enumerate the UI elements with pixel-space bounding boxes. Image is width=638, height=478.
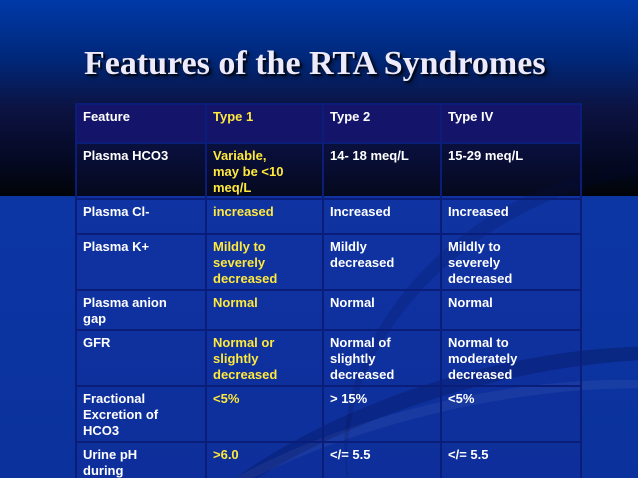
cell-feature: Urine pH during acidosis (75, 441, 207, 478)
table-row: Plasma K+ Mildly to severely decreased M… (75, 233, 582, 291)
column-header-type2: Type 2 (322, 103, 442, 144)
cell-feature: Plasma HCO3 (75, 142, 207, 200)
cell-feature: GFR (75, 329, 207, 387)
cell-type4: Normal (440, 289, 582, 331)
table-row: Plasma Cl- increased Increased Increased (75, 198, 582, 235)
cell-type1: Normal or slightly decreased (205, 329, 324, 387)
column-header-type1: Type 1 (205, 103, 324, 144)
table-row: Fractional Excretion of HCO3 <5% > 15% <… (75, 385, 582, 443)
cell-type1: >6.0 (205, 441, 324, 478)
cell-feature: Plasma Cl- (75, 198, 207, 235)
cell-type1: <5% (205, 385, 324, 443)
cell-type2: 14- 18 meq/L (322, 142, 442, 200)
cell-type4: </= 5.5 (440, 441, 582, 478)
cell-type1: increased (205, 198, 324, 235)
cell-type4: 15-29 meq/L (440, 142, 582, 200)
cell-feature: Plasma anion gap (75, 289, 207, 331)
cell-feature: Plasma K+ (75, 233, 207, 291)
rta-features-table: Feature Type 1 Type 2 Type IV Plasma HCO… (75, 103, 582, 478)
cell-type4: Normal to moderately decreased (440, 329, 582, 387)
cell-type2: > 15% (322, 385, 442, 443)
cell-type2: Normal (322, 289, 442, 331)
column-header-type4: Type IV (440, 103, 582, 144)
table-row: GFR Normal or slightly decreased Normal … (75, 329, 582, 387)
cell-type2: Increased (322, 198, 442, 235)
table-row: Plasma anion gap Normal Normal Normal (75, 289, 582, 331)
cell-type1: Mildly to severely decreased (205, 233, 324, 291)
cell-type4: Increased (440, 198, 582, 235)
cell-type4: <5% (440, 385, 582, 443)
cell-type1: Normal (205, 289, 324, 331)
cell-type2: Mildly decreased (322, 233, 442, 291)
slide-title: Features of the RTA Syndromes (84, 45, 546, 82)
cell-type1: Variable, may be <10 meq/L (205, 142, 324, 200)
table-row: Plasma HCO3 Variable, may be <10 meq/L 1… (75, 142, 582, 200)
column-header-feature: Feature (75, 103, 207, 144)
cell-type4: Mildly to severely decreased (440, 233, 582, 291)
cell-feature: Fractional Excretion of HCO3 (75, 385, 207, 443)
table-row: Urine pH during acidosis >6.0 </= 5.5 </… (75, 441, 582, 478)
cell-type2: </= 5.5 (322, 441, 442, 478)
table-header-row: Feature Type 1 Type 2 Type IV (75, 103, 582, 144)
cell-type2: Normal of slightly decreased (322, 329, 442, 387)
